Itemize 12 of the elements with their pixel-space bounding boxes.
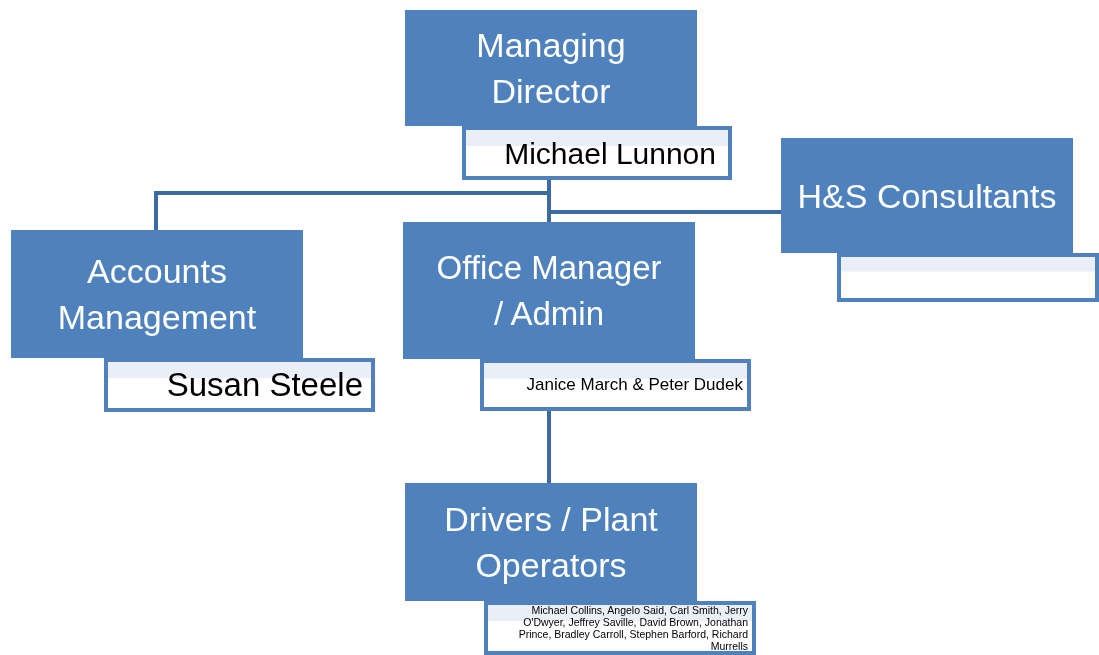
name-box: Michael Collins, Angelo Said, Carl Smith, Jerry O'Dwyer, Jeffrey Saville, David Brown, Jonathan Prince, Bradley Carroll, Stephen Barford, Richard Murrells: [484, 601, 756, 655]
name-box: Michael Lunnon: [462, 126, 732, 180]
role-box: Managing Director: [405, 10, 697, 126]
role-box: H&S Consultants: [781, 138, 1073, 253]
connector-line: [547, 180, 781, 214]
name-box: Susan Steele: [104, 358, 375, 412]
role-box: Drivers / Plant Operators: [405, 483, 697, 601]
connector-line: [547, 411, 551, 483]
role-box: Office Manager / Admin: [403, 222, 695, 359]
name-box: Janice March & Peter Dudek: [480, 359, 751, 411]
empty-name-box: [837, 253, 1099, 302]
role-box: Accounts Management: [11, 230, 303, 358]
